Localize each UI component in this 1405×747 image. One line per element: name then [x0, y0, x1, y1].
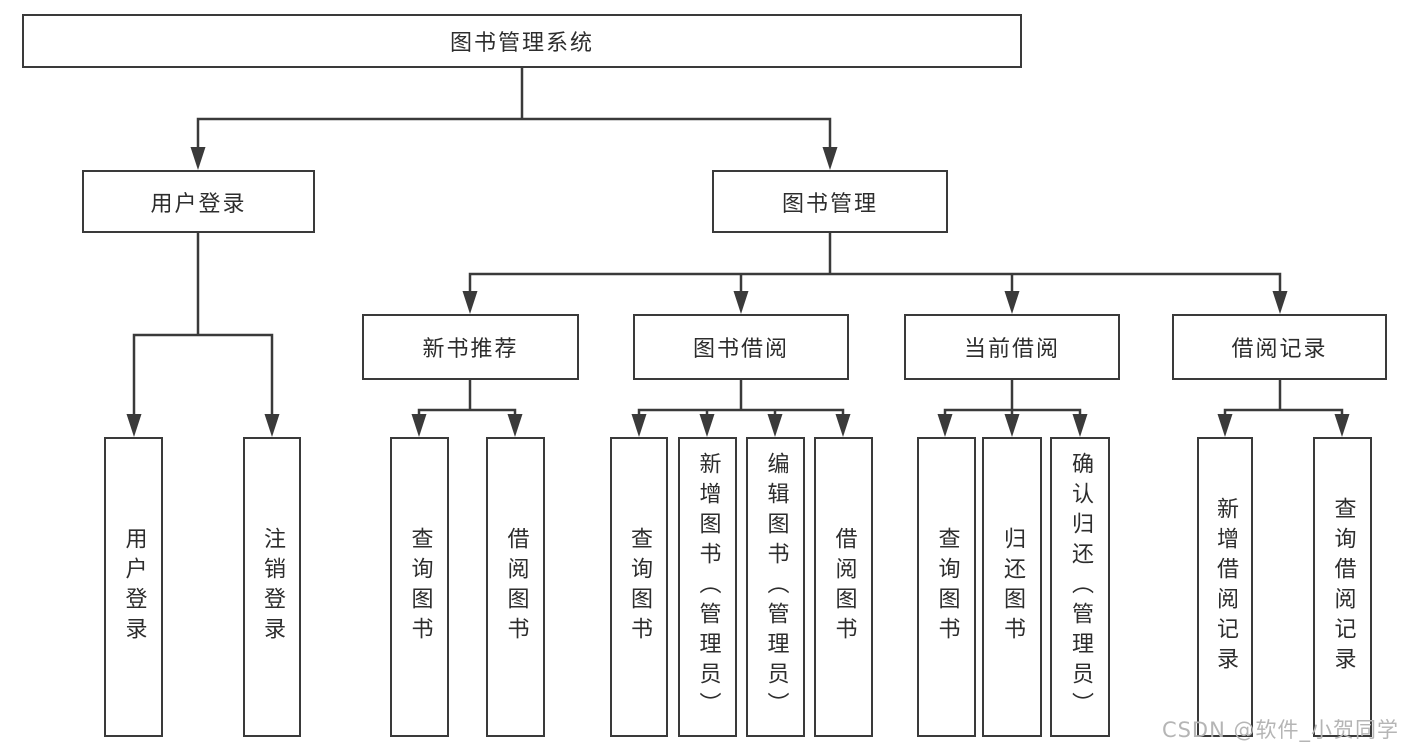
leaf-borrow-add-book: 新增图书（管理员）	[678, 437, 737, 737]
connector-path	[468, 231, 1282, 300]
arrowhead-down-icon	[822, 147, 838, 170]
node-book-borrow: 图书借阅	[633, 314, 849, 380]
arrowhead-down-icon	[1217, 414, 1233, 437]
node-book-management: 图书管理	[712, 170, 948, 233]
leaf-logout: 注销登录	[243, 437, 301, 737]
leaf-current-confirm-return-label: 确认归还（管理员）	[1068, 452, 1093, 722]
arrowhead-down-icon	[767, 414, 783, 437]
arrowhead-down-icon	[462, 291, 478, 314]
leaf-borrow-query-book-label: 查询图书	[627, 527, 652, 647]
leaf-logout-label: 注销登录	[260, 527, 285, 647]
node-user-login-branch-label: 用户登录	[150, 191, 247, 217]
arrowhead-down-icon	[507, 414, 523, 437]
leaf-borrow-query-book: 查询图书	[610, 437, 668, 737]
node-book-management-label: 图书管理	[781, 191, 878, 217]
arrowhead-down-icon	[1004, 291, 1020, 314]
leaf-borrow-edit-book: 编辑图书（管理员）	[746, 437, 805, 737]
node-current-borrow: 当前借阅	[904, 314, 1120, 380]
leaf-current-query-book-label: 查询图书	[934, 527, 960, 647]
arrowhead-down-icon	[264, 414, 280, 437]
leaf-recommend-borrow-book-label: 借阅图书	[503, 527, 529, 647]
node-new-book-recommend: 新书推荐	[362, 314, 579, 380]
leaf-record-add-label: 新增借阅记录	[1213, 497, 1238, 677]
arrowhead-down-icon	[937, 414, 953, 437]
leaf-user-login-label: 用户登录	[121, 527, 147, 647]
connector-path	[196, 66, 832, 156]
leaf-current-return-book-label: 归还图书	[1000, 527, 1025, 647]
leaf-borrow-edit-book-label: 编辑图书（管理员）	[763, 452, 789, 722]
leaf-current-confirm-return: 确认归还（管理员）	[1050, 437, 1110, 737]
node-root-label: 图书管理系统	[449, 31, 594, 56]
node-new-book-recommend-label: 新书推荐	[422, 337, 519, 362]
leaf-borrow-borrow-book: 借阅图书	[814, 437, 873, 737]
arrowhead-down-icon	[1072, 414, 1088, 437]
arrowhead-down-icon	[126, 414, 142, 437]
arrowhead-down-icon	[190, 147, 206, 170]
node-book-borrow-label: 图书借阅	[692, 337, 789, 362]
leaf-record-query-label: 查询借阅记录	[1330, 497, 1356, 677]
node-user-login-branch: 用户登录	[82, 170, 315, 233]
leaf-record-add: 新增借阅记录	[1197, 437, 1253, 737]
leaf-recommend-borrow-book: 借阅图书	[486, 437, 545, 737]
connector-path	[417, 378, 517, 423]
node-borrow-record: 借阅记录	[1172, 314, 1387, 380]
node-borrow-record-label: 借阅记录	[1231, 337, 1328, 362]
connector-path	[1223, 378, 1344, 423]
leaf-recommend-query-book: 查询图书	[390, 437, 449, 737]
arrowhead-down-icon	[631, 414, 647, 437]
leaf-current-query-book: 查询图书	[917, 437, 976, 737]
leaf-record-query: 查询借阅记录	[1313, 437, 1372, 737]
arrowhead-down-icon	[733, 291, 749, 314]
leaf-borrow-add-book-label: 新增图书（管理员）	[695, 452, 721, 722]
csdn-watermark: CSDN @软件_小贺同学	[1161, 718, 1399, 742]
arrowhead-down-icon	[1004, 414, 1020, 437]
arrowhead-down-icon	[835, 414, 851, 437]
leaf-borrow-borrow-book-label: 借阅图书	[831, 527, 857, 647]
arrowhead-down-icon	[1272, 291, 1288, 314]
node-root: 图书管理系统	[22, 14, 1022, 68]
leaf-current-return-book: 归还图书	[982, 437, 1042, 737]
arrowhead-down-icon	[1334, 414, 1350, 437]
connector-path	[132, 231, 274, 423]
arrowhead-down-icon	[699, 414, 715, 437]
connector-path	[637, 378, 845, 423]
arrowhead-down-icon	[411, 414, 427, 437]
leaf-recommend-query-book-label: 查询图书	[407, 527, 433, 647]
node-current-borrow-label: 当前借阅	[963, 337, 1060, 362]
leaf-user-login: 用户登录	[104, 437, 163, 737]
